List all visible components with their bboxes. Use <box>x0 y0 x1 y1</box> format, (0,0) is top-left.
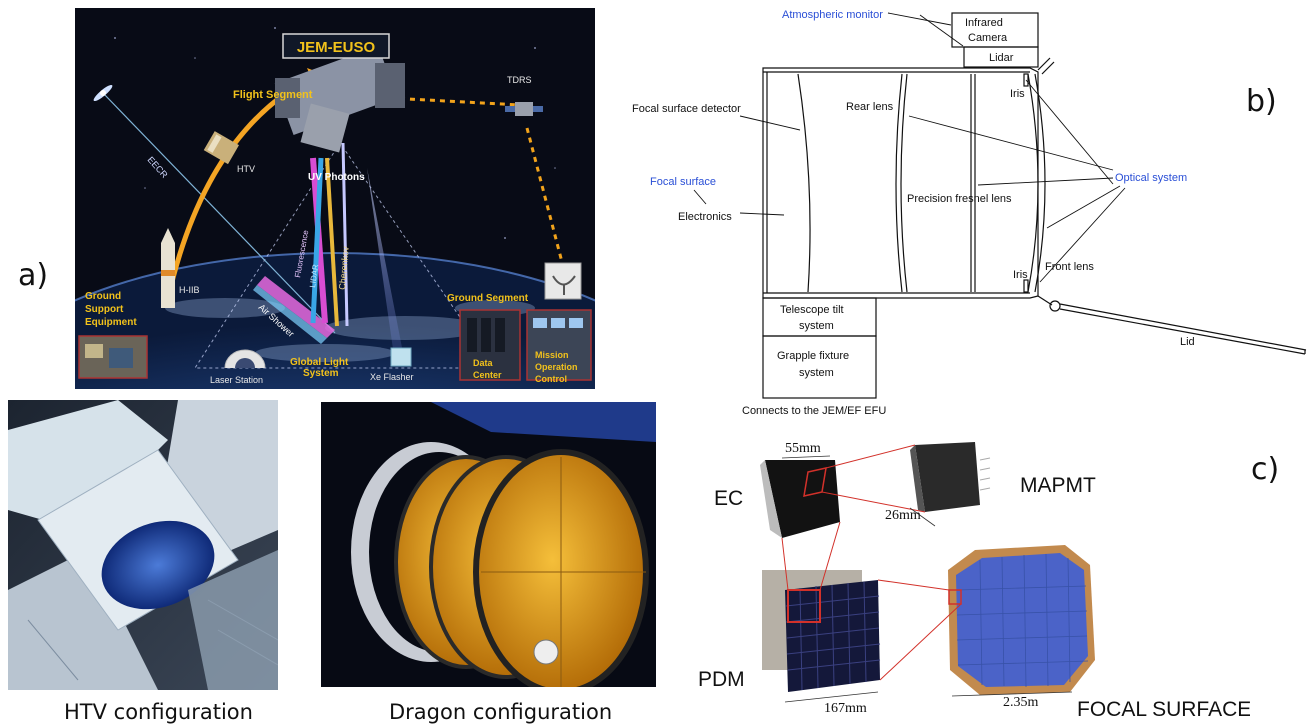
telescope-schematic: Atmospheric monitor Infrared Camera Lida… <box>632 9 1307 417</box>
lid-hinge-icon <box>1049 300 1061 312</box>
panel-label-b: b) <box>1246 84 1277 119</box>
htv-label: HTV <box>237 164 255 174</box>
laser-station-label: Laser Station <box>210 375 263 385</box>
dragon-configuration-render <box>321 402 656 687</box>
xe-flasher-label: Xe Flasher <box>370 372 414 382</box>
title-box <box>282 33 390 59</box>
lid-line <box>1059 303 1307 351</box>
dragon-dish-icon <box>533 639 559 665</box>
lidar-box <box>963 46 1039 68</box>
focal-surface-curve <box>797 73 811 293</box>
infrared-camera-label-1: Infrared <box>965 17 1003 29</box>
connects-label: Connects to the JEM/EF EFU <box>742 405 886 417</box>
h2b-label: H-IIB <box>179 285 200 295</box>
focal-surface-detector-label: Focal surface detector <box>632 103 741 115</box>
stars <box>114 27 556 239</box>
flight-segment-label: Flight Segment <box>233 89 313 101</box>
pdm-module-icon <box>762 570 881 692</box>
focal-surface-hierarchy: 55mm EC MAPMT 26mm PDM 167mm 2.35m FOCAL… <box>698 441 1250 721</box>
iris-bottom-marker <box>1023 279 1029 293</box>
iss-jem-euso-icon <box>274 45 405 153</box>
mission-label-2: Operation <box>535 362 578 372</box>
tdrs-satellite-icon <box>505 102 543 116</box>
front-lens-curve <box>1027 73 1039 293</box>
dim-55-label: 55mm <box>785 441 821 456</box>
rear-lens-label: Rear lens <box>846 101 894 113</box>
tilt-label-1: Telescope tilt <box>780 304 844 316</box>
iris-bottom-label: Iris <box>1013 269 1028 281</box>
rear-lens-curve <box>900 73 908 293</box>
dragon-caption: Dragon configuration <box>389 700 613 724</box>
grapple-box <box>762 335 877 399</box>
lid-label: Lid <box>1180 336 1195 348</box>
xe-flasher-icon <box>390 347 412 367</box>
htv-configuration-render <box>8 400 278 690</box>
mapmt-cube-icon <box>910 442 991 512</box>
lidar-label: LIDAR <box>308 263 320 288</box>
mapmt-label: MAPMT <box>1020 474 1096 497</box>
tdrs-link-ground <box>525 127 565 267</box>
optical-system-label: Optical system <box>1115 172 1187 184</box>
htv-vehicle-icon <box>203 131 239 165</box>
cherenkov-label: Cherenkov <box>337 245 351 290</box>
focal-surface-label: Focal surface <box>650 176 716 188</box>
ground-support-label-1: Ground <box>85 291 121 302</box>
uv-photons-label: UV Photons <box>308 172 365 183</box>
dim-167-label: 167mm <box>824 701 867 716</box>
title-label: JEM-EUSO <box>297 39 376 56</box>
jem-euso-mission-diagram: JEM-EUSO Flight Segment TDRS EECR HTV H-… <box>75 8 595 389</box>
uv-beam <box>341 142 349 327</box>
ec-label: EC <box>714 487 743 510</box>
ec-cube-icon <box>760 460 840 538</box>
cosmic-ray-source-icon <box>93 84 113 102</box>
focal-surface-big-label: FOCAL SURFACE <box>1077 698 1250 721</box>
global-light-label-1: Global Light <box>290 357 349 368</box>
h2b-rocket-icon <box>161 228 175 308</box>
mission-label-1: Mission <box>535 350 569 360</box>
cherenkov-beam <box>325 157 339 327</box>
eecr-line <box>102 92 336 334</box>
pdm-label: PDM <box>698 668 745 691</box>
data-center-label-2: Center <box>473 370 502 380</box>
panel-label-c: c) <box>1251 452 1280 487</box>
grapple-label-1: Grapple fixture <box>777 350 849 362</box>
electronics-label: Electronics <box>678 211 732 223</box>
data-center-label-1: Data <box>473 358 494 368</box>
ground-support-label-2: Support <box>85 304 124 315</box>
iris-top-label: Iris <box>1010 88 1025 100</box>
infrared-camera-label-2: Camera <box>968 32 1008 44</box>
focal-surface-array-icon <box>948 545 1095 695</box>
ground-support-label-3: Equipment <box>85 317 137 328</box>
xe-flasher-beam <box>367 168 405 363</box>
atmospheric-monitor-label: Atmospheric monitor <box>782 9 883 21</box>
dim-26-label: 26mm <box>885 508 921 523</box>
ground-segment-label: Ground Segment <box>447 293 529 304</box>
dim-235-label: 2.35m <box>1003 695 1039 710</box>
precision-fresnel-label: Precision fresnel lens <box>907 193 1012 205</box>
grapple-label-2: system <box>799 367 834 379</box>
lidar-beam <box>310 157 324 324</box>
tdrs-link-space <box>389 96 521 107</box>
panel-label-a: a) <box>18 258 49 293</box>
tilt-label-2: system <box>799 320 834 332</box>
htv-caption: HTV configuration <box>64 700 253 724</box>
mission-label-3: Control <box>535 374 567 384</box>
iris-top-marker <box>1023 73 1029 87</box>
htv-lens-icon <box>101 520 215 610</box>
lidar-box-label: Lidar <box>989 52 1014 64</box>
front-lens-label: Front lens <box>1045 261 1094 273</box>
global-light-label-2: System <box>303 368 339 379</box>
tdrs-label: TDRS <box>507 75 532 85</box>
